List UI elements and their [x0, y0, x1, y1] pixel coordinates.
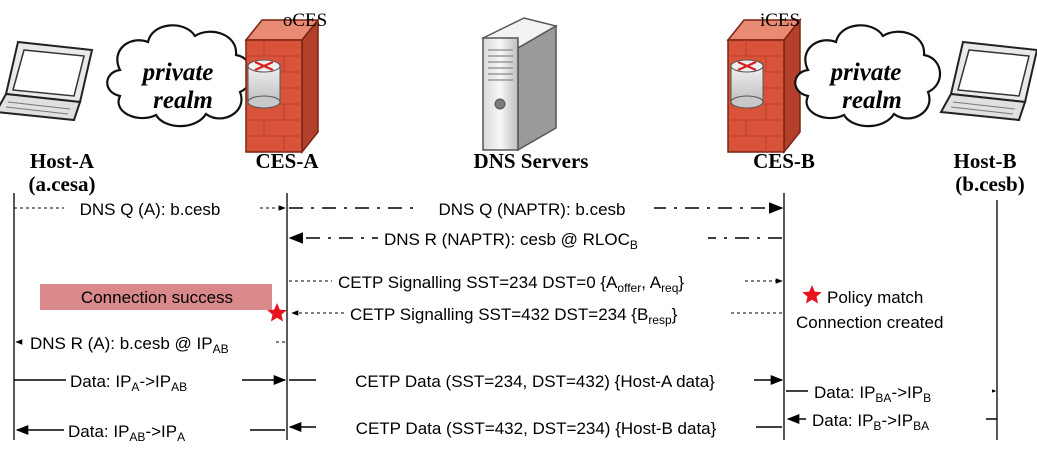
cloud-right-line2: realm [842, 87, 902, 114]
laptop-icon [0, 40, 94, 122]
ces-a-label: CES-A [255, 149, 319, 173]
host-a-name: Host-A [30, 149, 95, 173]
cloud-icon [794, 24, 942, 128]
cloud-left-line2: realm [153, 87, 213, 114]
msg-data-from-host-b: Data: IPB->IPBA [812, 411, 929, 433]
dns-servers-label: DNS Servers [474, 149, 589, 173]
connection-success-badge [40, 284, 272, 310]
cloud-right-line1: private [829, 59, 902, 86]
msg-cetp-signalling-2: CETP Signalling SST=432 DST=234 {Bresp} [350, 305, 678, 327]
ices-label: iCES [760, 10, 800, 31]
msg-cetp-data-a: CETP Data (SST=234, DST=432) {Host-A dat… [355, 372, 715, 391]
laptop-icon [939, 40, 1037, 122]
msg-cetp-data-b: CETP Data (SST=432, DST=234) {Host-B dat… [356, 419, 717, 438]
msg-dns-q-a: DNS Q (A): b.cesb [80, 200, 221, 219]
host-b-name: Host-B [954, 149, 1017, 173]
msg-data-host-a: Data: IPA->IPAB [70, 372, 187, 394]
server-tower-icon [480, 17, 558, 152]
connection-created-text: Connection created [796, 313, 943, 332]
lifelines [13, 193, 998, 440]
star-icon [267, 303, 287, 322]
oces-label: oCES [283, 10, 327, 31]
star-icon [802, 285, 822, 304]
connection-success-text: Connection success [81, 288, 233, 307]
policy-match-text: Policy match [827, 288, 923, 307]
msg-dns-r-a: DNS R (A): b.cesb @ IPAB [30, 334, 229, 356]
msg-data-to-host-a: Data: IPAB->IPA [68, 422, 185, 444]
msg-data-to-host-b: Data: IPBA->IPB [814, 383, 931, 405]
msg-dns-r-naptr: DNS R (NAPTR): cesb @ RLOCB [384, 230, 638, 252]
host-b-domain: (b.cesb) [955, 172, 1024, 196]
host-a-domain: (a.cesa) [28, 172, 95, 196]
firewall-router-icon [726, 17, 802, 155]
firewall-router-icon [244, 17, 320, 155]
cloud-left-line1: private [141, 59, 214, 86]
msg-dns-q-naptr: DNS Q (NAPTR): b.cesb [438, 200, 625, 219]
ces-b-label: CES-B [753, 149, 815, 173]
cloud-icon [106, 24, 254, 128]
msg-cetp-signalling-1: CETP Signalling SST=234 DST=0 {Aoffer, A… [338, 273, 684, 295]
